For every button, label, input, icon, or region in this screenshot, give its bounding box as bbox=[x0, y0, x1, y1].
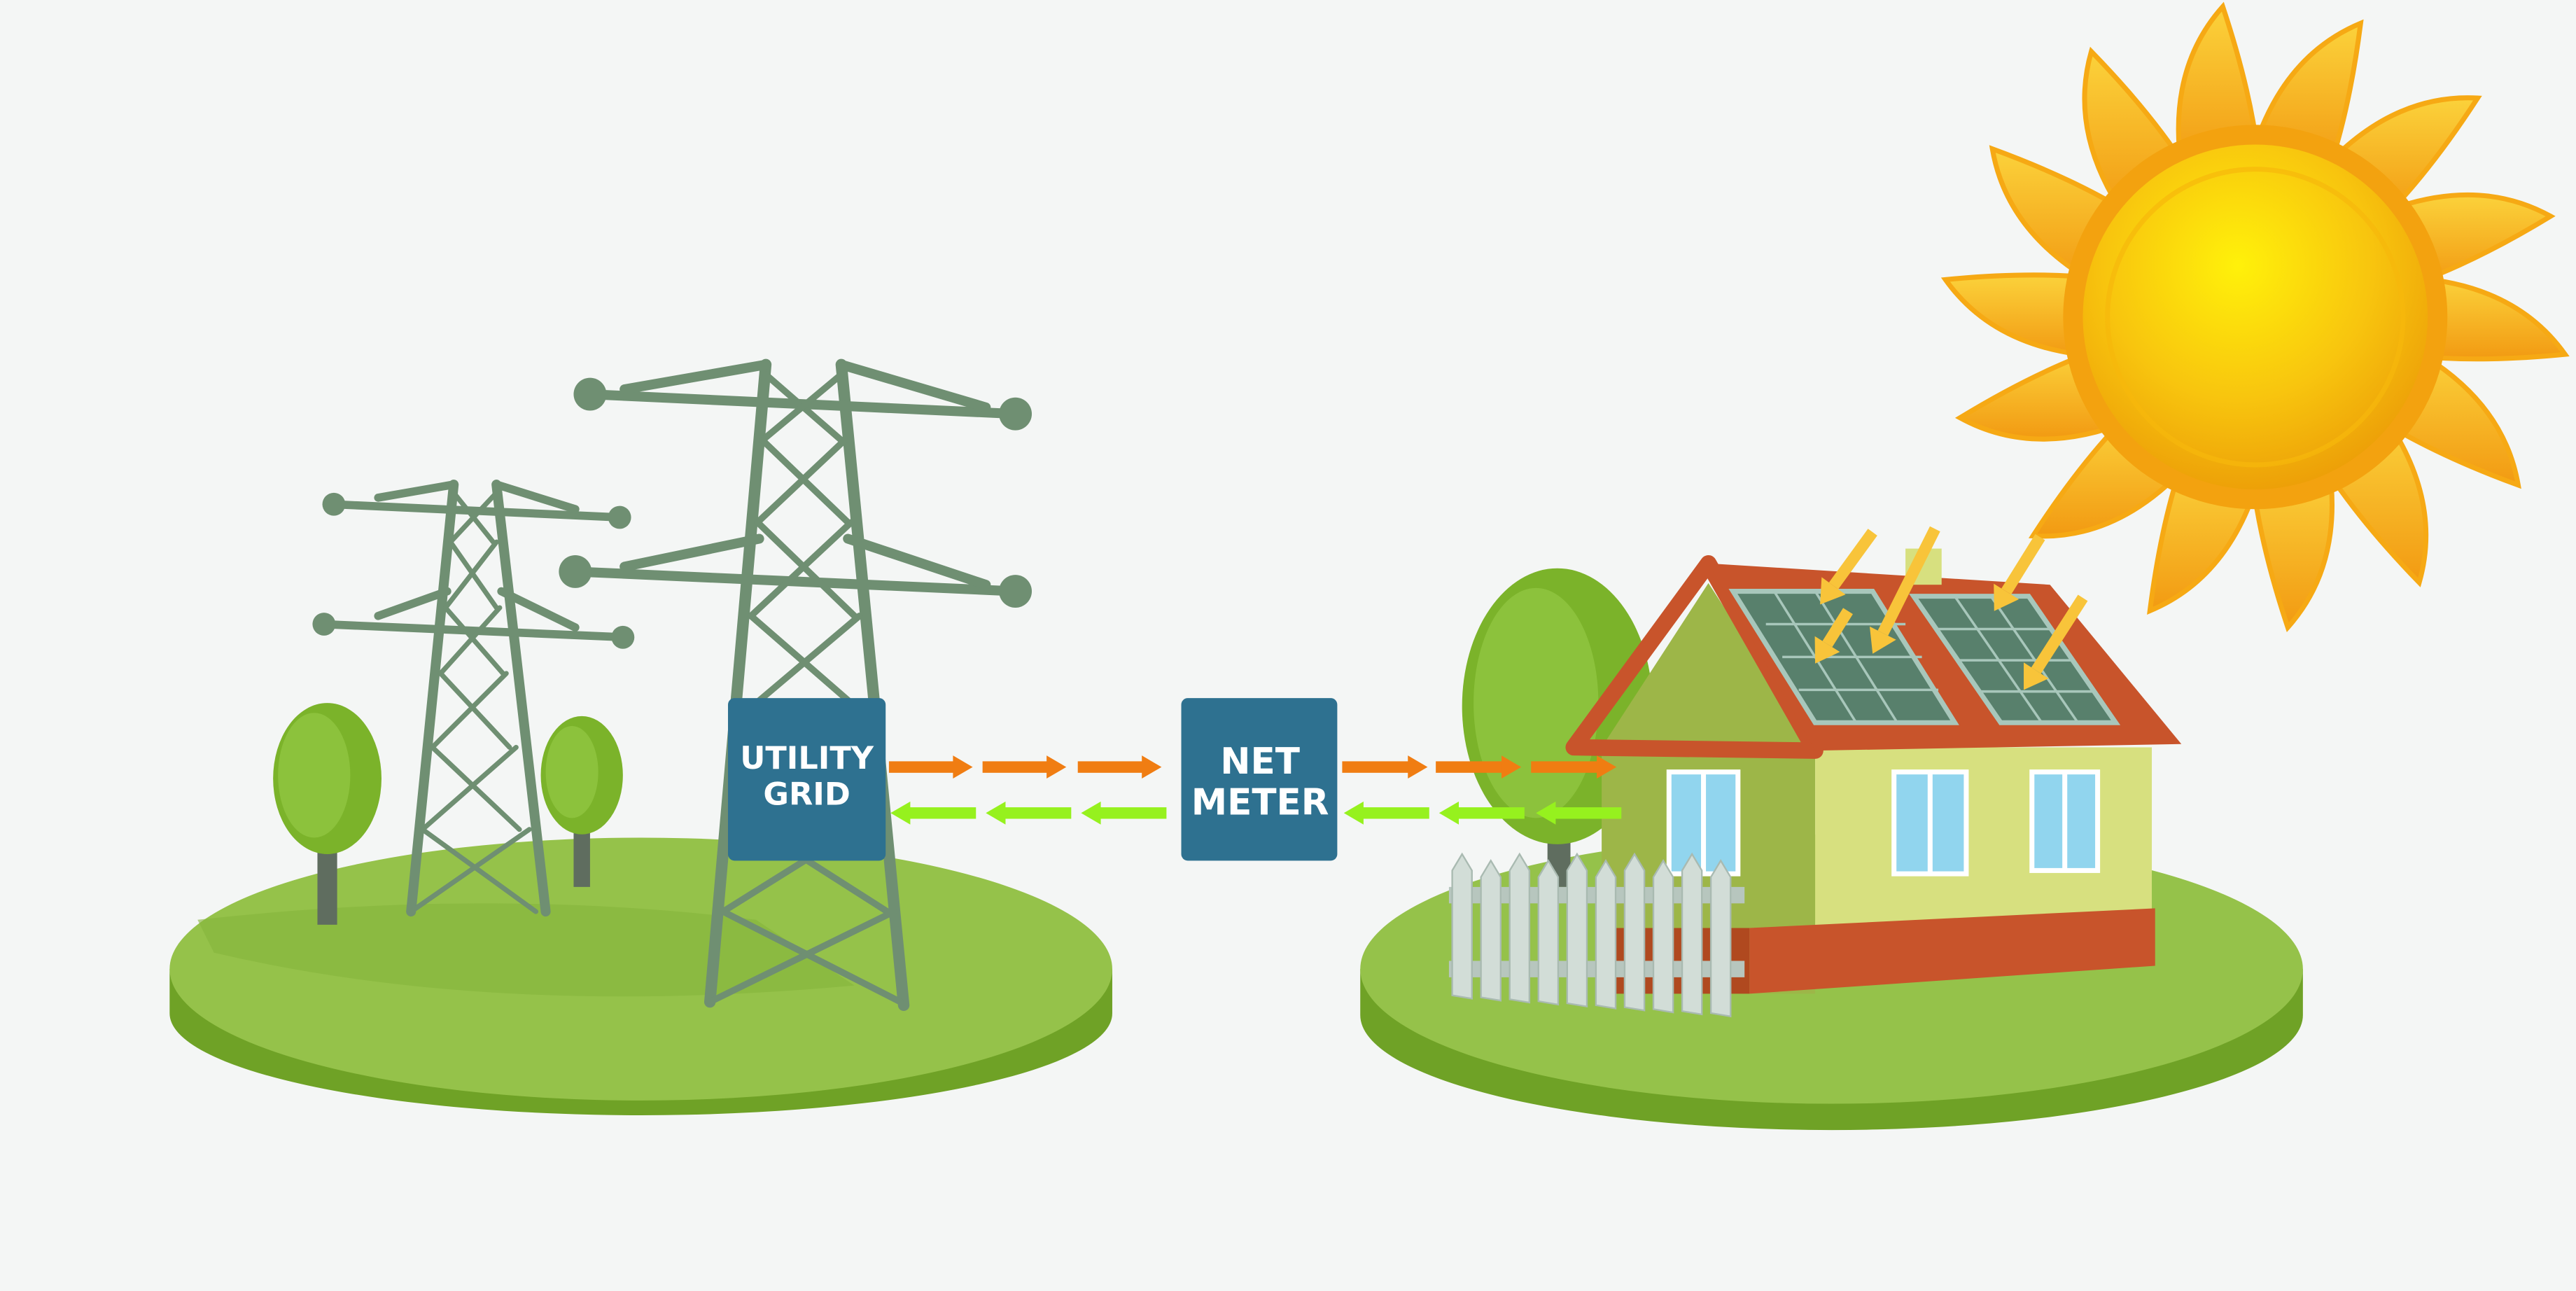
net-meter-label-line2: METER bbox=[1191, 782, 1329, 824]
fence-picket bbox=[1508, 852, 1531, 1004]
sun-ray bbox=[2412, 275, 2570, 362]
fence-picket bbox=[1566, 852, 1588, 1008]
arrow-icon bbox=[1081, 801, 1167, 825]
arrow-icon bbox=[1536, 801, 1622, 825]
tree-icon bbox=[273, 703, 382, 925]
fence-picket bbox=[1480, 859, 1502, 1002]
solar-panel-icon bbox=[1909, 594, 2121, 725]
flow-arrows bbox=[888, 755, 1622, 825]
fence-icon bbox=[1448, 852, 1745, 1018]
utility-grid-label-line2: GRID bbox=[763, 776, 850, 813]
left-island bbox=[169, 837, 1112, 1115]
arrow-icon bbox=[982, 755, 1067, 779]
fence-picket bbox=[1537, 859, 1560, 1006]
window-icon bbox=[1891, 769, 1969, 877]
arrow-icon bbox=[1077, 755, 1162, 779]
net-meter-box: NET METER bbox=[1181, 698, 1338, 861]
window-icon bbox=[2029, 769, 2101, 873]
fence-picket bbox=[1451, 852, 1473, 1000]
sunbeam-arrow-icon bbox=[1814, 608, 1853, 664]
sun-icon bbox=[1940, 1, 2570, 632]
tree-icon bbox=[540, 716, 623, 887]
arrow-icon bbox=[1531, 755, 1617, 779]
net-meter-label-line1: NET bbox=[1220, 741, 1300, 783]
sunbeam-arrow-icon bbox=[1869, 526, 1940, 654]
arrow-icon bbox=[1436, 755, 1522, 779]
sun-ray bbox=[1940, 272, 2099, 359]
arrow-icon bbox=[888, 755, 973, 779]
arrow-icon bbox=[1438, 801, 1525, 825]
arrow-icon bbox=[986, 801, 1072, 825]
sunbeam-arrow-icon bbox=[1820, 529, 1877, 605]
arrow-icon bbox=[1343, 801, 1429, 825]
fence-picket bbox=[1623, 852, 1646, 1012]
sunbeam-arrow-icon bbox=[1994, 533, 2045, 611]
fence-picket bbox=[1652, 859, 1674, 1014]
transmission-tower-icon bbox=[312, 480, 635, 917]
sunbeam-arrows bbox=[1814, 526, 2088, 690]
fence-picket bbox=[1595, 859, 1617, 1010]
arrow-icon bbox=[1342, 755, 1428, 779]
utility-grid-box: UTILITY GRID bbox=[727, 698, 886, 861]
fence-picket bbox=[1681, 852, 1703, 1016]
arrow-icon bbox=[890, 801, 976, 825]
window-icon bbox=[1666, 769, 1741, 877]
fence-picket bbox=[1709, 859, 1732, 1018]
sunbeam-arrow-icon bbox=[2024, 594, 2088, 690]
utility-grid-label-line1: UTILITY bbox=[740, 740, 874, 776]
